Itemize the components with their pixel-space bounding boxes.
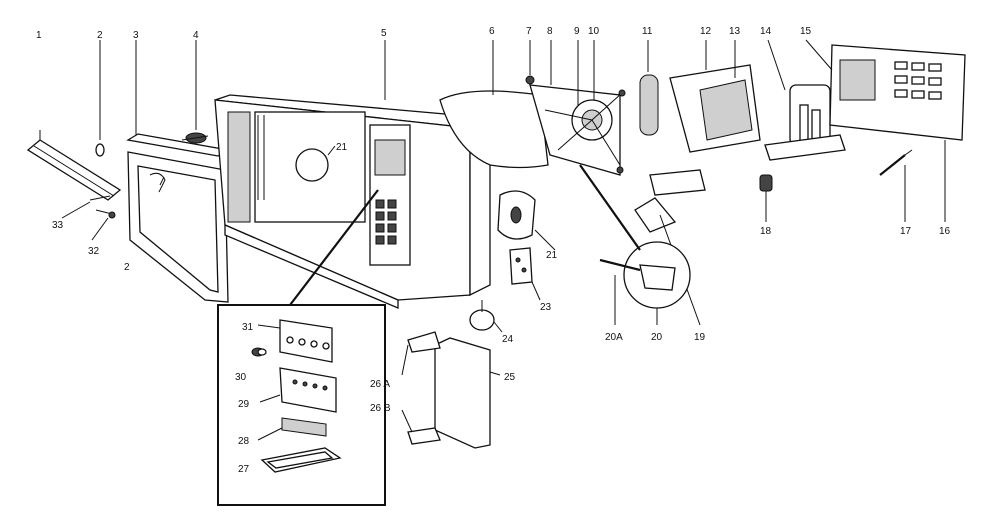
label-24: 24 xyxy=(502,334,514,345)
part-28-contact-strip xyxy=(257,417,327,441)
label-27: 27 xyxy=(238,464,250,475)
part-9-fan-motor xyxy=(544,40,623,166)
label-14: 14 xyxy=(760,26,772,37)
label-9: 9 xyxy=(574,26,580,37)
label-26a: 26 A xyxy=(370,379,390,390)
part-4-louver-knob xyxy=(181,40,209,144)
back-panel-vents xyxy=(894,61,942,100)
part-24-control-knob xyxy=(469,300,503,333)
label-3: 3 xyxy=(133,30,139,41)
part-25-access-panel xyxy=(434,337,501,449)
part-29-switch-board xyxy=(259,367,337,413)
part-7-screw xyxy=(525,40,535,85)
part-3-top-trim xyxy=(126,40,230,157)
label-29: 29 xyxy=(238,399,250,410)
part-21-switch-plate xyxy=(295,145,556,251)
label-12: 12 xyxy=(700,26,712,37)
part-15-back-panel xyxy=(805,39,966,141)
part-6-blower-housing xyxy=(439,40,549,169)
label-17: 17 xyxy=(900,226,912,237)
part-32-screw xyxy=(91,209,116,241)
label-25: 25 xyxy=(504,372,516,383)
part-23-selector-switch xyxy=(509,247,541,301)
label-15: 15 xyxy=(800,26,812,37)
label-28: 28 xyxy=(238,436,250,447)
control-panel-inset xyxy=(217,189,386,506)
label-7: 7 xyxy=(526,26,532,37)
label-20: 20 xyxy=(651,332,663,343)
label-32: 32 xyxy=(88,246,100,257)
label-21a: 21 xyxy=(336,142,348,153)
label-1: 1 xyxy=(36,30,42,41)
label-21b: 21 xyxy=(546,250,558,261)
part-26b-hinge xyxy=(401,409,441,445)
label-30: 30 xyxy=(235,372,247,383)
part-19-switch-bracket xyxy=(634,169,706,326)
part-14-compressor xyxy=(764,39,846,161)
label-8: 8 xyxy=(547,26,553,37)
part-5-cabinet xyxy=(214,40,493,309)
part-2-front-panel xyxy=(127,151,229,303)
part-labels: 1 2 3 4 5 6 7 8 9 10 11 12 13 14 15 16 1… xyxy=(36,26,951,475)
label-10: 10 xyxy=(588,26,600,37)
part-17-power-cord xyxy=(879,149,913,222)
part-27-bezel xyxy=(260,447,342,473)
part-31-control-faceplate xyxy=(257,319,333,363)
label-11: 11 xyxy=(642,26,653,37)
part-11-filter xyxy=(639,40,659,136)
part-33-screw xyxy=(61,195,111,219)
label-33: 33 xyxy=(52,220,64,231)
label-13: 13 xyxy=(729,26,741,37)
label-6: 6 xyxy=(489,26,495,37)
label-16: 16 xyxy=(939,226,951,237)
part-18-capacitor xyxy=(759,174,773,222)
part-30-knob xyxy=(251,347,267,357)
label-5: 5 xyxy=(381,28,387,39)
part-2-clip xyxy=(95,40,105,157)
label-4: 4 xyxy=(193,30,199,41)
part-13-evaporator-coil xyxy=(699,40,753,141)
part-1-grille-strip xyxy=(26,130,122,201)
label-20a: 20A xyxy=(605,332,623,343)
label-2a: 2 xyxy=(97,30,103,41)
label-26b: 26 B xyxy=(370,403,391,414)
part-26a-hinge xyxy=(401,331,441,376)
label-18: 18 xyxy=(760,226,772,237)
label-31: 31 xyxy=(242,322,254,333)
label-19: 19 xyxy=(694,332,706,343)
label-2b: 2 xyxy=(124,262,130,273)
part-10-fan-blade xyxy=(593,40,626,174)
part-20-thermostat xyxy=(579,164,691,325)
cabinet-control-grid xyxy=(375,199,397,245)
label-23: 23 xyxy=(540,302,552,313)
